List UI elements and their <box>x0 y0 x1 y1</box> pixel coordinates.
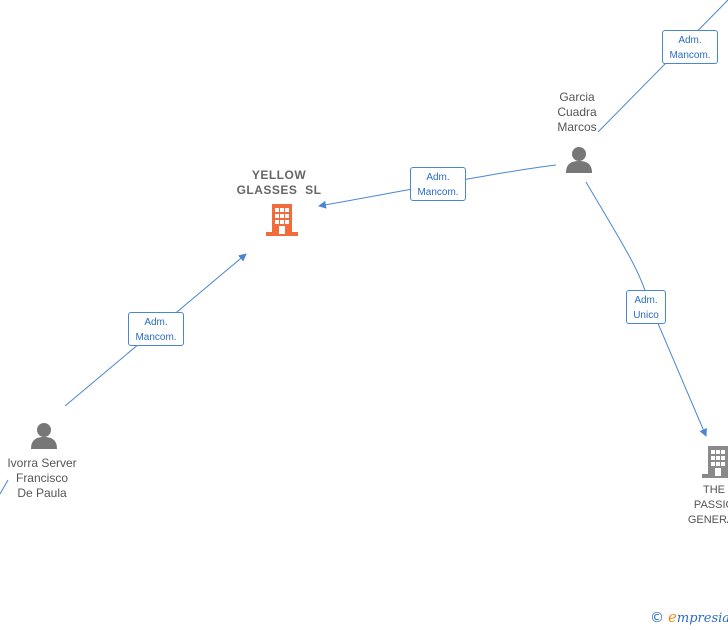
edge-label-garcia-yellow[interactable]: Adm. Mancom. <box>410 167 466 201</box>
person-name-ivorra[interactable]: Ivorra Server Francisco De Paula <box>7 456 77 500</box>
edge-top-right <box>597 0 728 133</box>
empresia-watermark: ©empresia <box>650 608 728 626</box>
copyright-icon: © <box>650 610 664 626</box>
edge-label-garcia-passion[interactable]: Adm. Unico <box>626 290 666 324</box>
person-icon-garcia[interactable] <box>566 147 592 173</box>
edge-label-ivorra-yellow[interactable]: Adm. Mancom. <box>128 312 184 346</box>
brand-initial: e <box>668 608 677 626</box>
person-name-garcia[interactable]: Garcia Cuadra Marcos <box>557 90 597 134</box>
building-icon-passion[interactable] <box>702 446 728 478</box>
brand-name: mpresia <box>676 611 728 626</box>
person-icon-ivorra[interactable] <box>31 423 57 449</box>
building-icon-main[interactable] <box>266 204 298 236</box>
edge-ivorra-offscreen <box>0 479 9 495</box>
company-name-passion[interactable]: THE PASSIO GENERAT <box>687 484 728 526</box>
edge-label-top-right[interactable]: Adm. Mancom. <box>662 30 718 64</box>
company-name-yellow-glasses[interactable]: YELLOW GLASSES SL <box>236 168 322 197</box>
